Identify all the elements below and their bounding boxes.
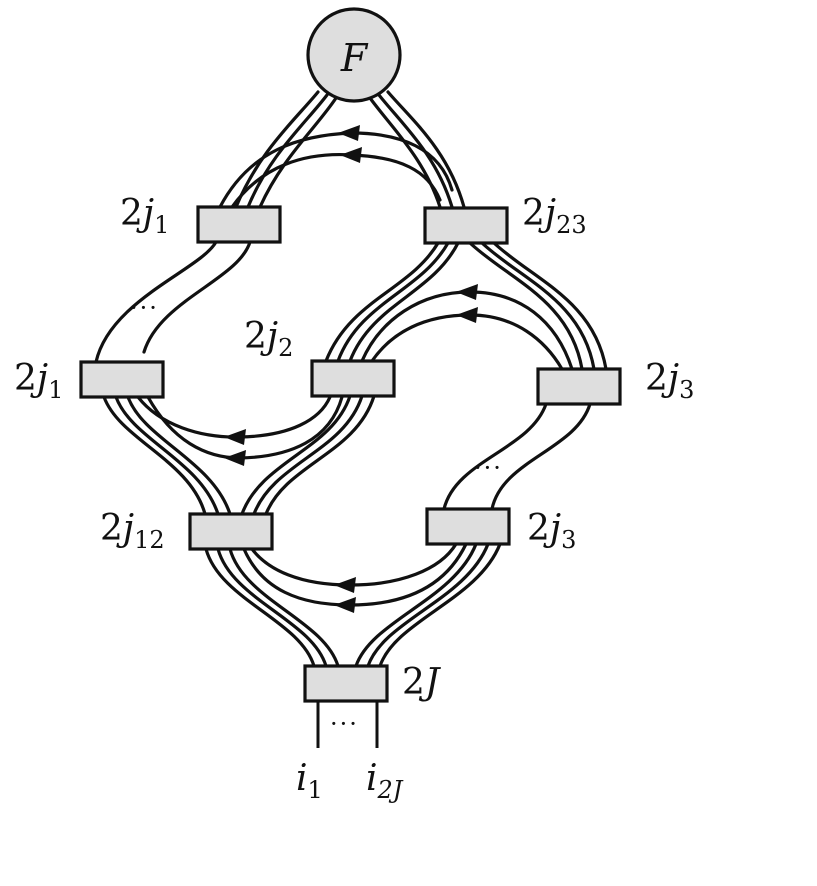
ellipsis-output: ··· — [330, 710, 359, 738]
label-bottom: 2J — [402, 662, 442, 703]
wires-top-right-to-mid-right — [468, 241, 608, 371]
label-top-left: 2j1 — [120, 193, 169, 239]
node-f: F — [306, 7, 402, 103]
box-low-right — [425, 507, 511, 546]
label-mid-right: 2j3 — [645, 358, 694, 404]
label-mid-left: 2j1 — [14, 358, 63, 404]
label-output-left: i1 — [296, 758, 323, 804]
wires-low-right-to-bottom — [354, 542, 502, 668]
svg-text:2j12: 2j12 — [100, 508, 165, 554]
arrowhead-low-2 — [334, 597, 356, 613]
wires-f-to-top-right — [368, 90, 466, 209]
svg-text:2j1: 2j1 — [14, 358, 63, 404]
arc-arrows-mid-right — [360, 284, 574, 371]
arrowhead-mid-right-2 — [456, 307, 478, 323]
wires-low-left-to-bottom — [204, 547, 340, 668]
arc-arrows-top — [218, 125, 454, 209]
arrowhead-mid-left-2 — [224, 450, 246, 466]
box-top-left — [196, 205, 282, 244]
svg-text:i1: i1 — [296, 758, 323, 804]
ellipsis-upper-left: ··· — [130, 294, 159, 322]
box-mid-center — [310, 359, 396, 398]
arrowhead-mid-right-1 — [456, 284, 478, 300]
svg-text:2J: 2J — [402, 662, 442, 703]
ellipsis-lower-right: ··· — [474, 454, 503, 482]
wires-mid-right-to-low-right — [442, 402, 592, 511]
wires-mid-left-to-low-left — [102, 395, 232, 516]
arc-arrows-low — [242, 542, 468, 613]
arrowhead-mid-left-1 — [224, 429, 246, 445]
box-mid-right — [536, 367, 622, 406]
wires-top-left-to-mid-left — [94, 240, 252, 364]
svg-text:2j23: 2j23 — [522, 193, 587, 239]
label-low-left: 2j12 — [100, 508, 165, 554]
arrowhead-top-1 — [338, 125, 360, 141]
svg-text:2j1: 2j1 — [120, 193, 169, 239]
output-legs — [316, 701, 379, 748]
wires-top-right-to-mid-center — [324, 241, 460, 363]
arc-arrows-mid-left — [136, 395, 344, 466]
wires-f-to-top-left — [234, 90, 338, 209]
box-mid-left — [79, 360, 165, 399]
label-mid-center: 2j2 — [244, 316, 293, 362]
arrowhead-top-2 — [340, 147, 362, 163]
box-top-right — [423, 206, 509, 245]
svg-text:2j3: 2j3 — [645, 358, 694, 404]
label-top-right: 2j23 — [522, 193, 587, 239]
box-bottom — [303, 664, 389, 703]
svg-text:2j3: 2j3 — [527, 508, 576, 554]
arrowhead-low-1 — [334, 577, 356, 593]
box-low-left — [188, 512, 274, 551]
svg-text:2j2: 2j2 — [244, 316, 293, 362]
label-output-right: i2J — [366, 758, 404, 804]
wires-mid-center-to-low-left — [240, 394, 376, 516]
node-f-label: F — [340, 36, 369, 80]
label-low-right: 2j3 — [527, 508, 576, 554]
svg-text:i2J: i2J — [366, 758, 404, 804]
